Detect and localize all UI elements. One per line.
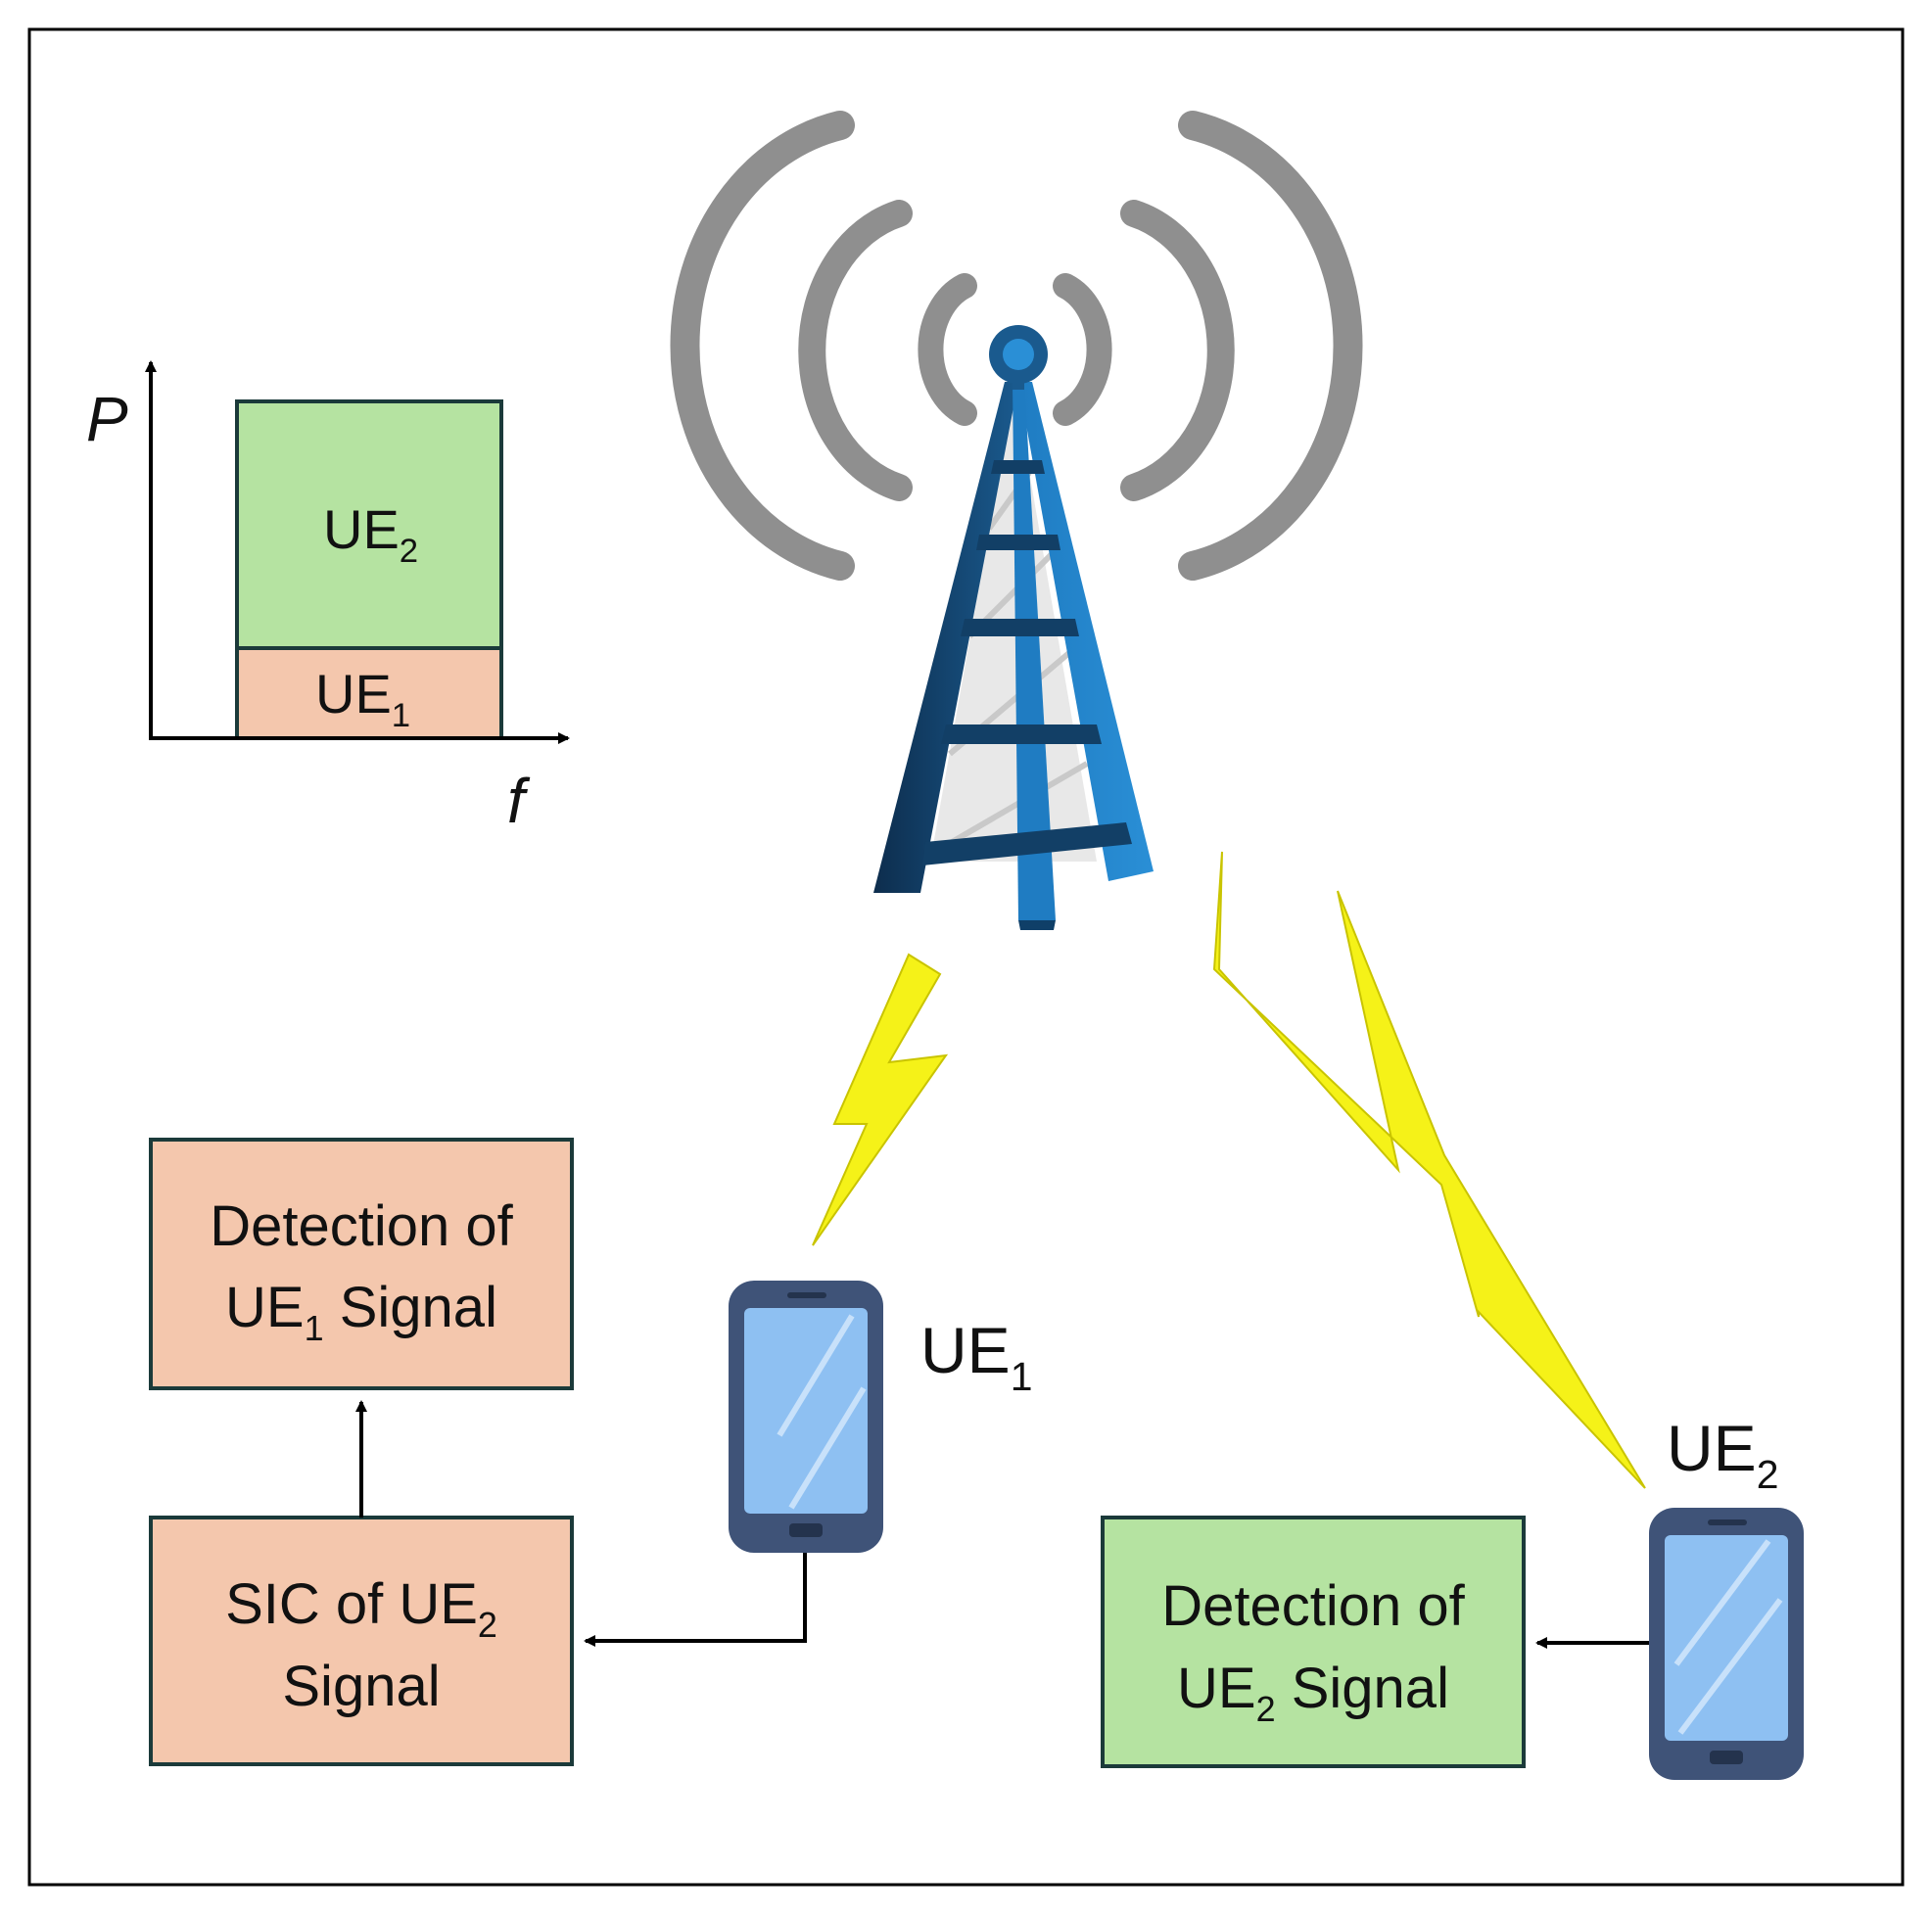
ue2-block-label: UE2 xyxy=(323,498,418,570)
link-to-ue1 xyxy=(812,953,949,1246)
y-axis-label: P xyxy=(86,384,128,454)
svg-text:UE2 Signal: UE2 Signal xyxy=(1177,1657,1449,1729)
link-to-ue2 xyxy=(1212,851,1646,1489)
ue1-label: UE1 xyxy=(920,1314,1032,1399)
svg-text:Detection of: Detection of xyxy=(210,1194,513,1258)
ue1-to-sic-arrow xyxy=(584,1553,807,1647)
radio-waves xyxy=(670,111,1363,581)
ue1-sic-box: SIC of UE2 Signal xyxy=(149,1516,574,1766)
diagram-frame xyxy=(27,27,1905,1887)
svg-text:Signal: Signal xyxy=(282,1655,440,1718)
ue2-label: UE2 xyxy=(1667,1412,1778,1497)
ue2-smartphone-icon xyxy=(1649,1508,1804,1780)
power-chart: P f UE2 UE1 xyxy=(86,360,570,836)
x-axis-label: f xyxy=(507,766,531,836)
ue1-block-label: UE1 xyxy=(315,663,410,734)
svg-text:SIC of UE2: SIC of UE2 xyxy=(225,1572,497,1645)
cell-tower-icon xyxy=(873,325,1154,930)
flow-arrows xyxy=(355,1400,1649,1649)
ue2-detection-box: Detection of UE2 Signal xyxy=(1101,1516,1526,1768)
ue1-smartphone-icon xyxy=(729,1281,883,1553)
svg-text:Detection of: Detection of xyxy=(1161,1574,1465,1638)
ue1-detection-box: Detection of UE1 Signal xyxy=(149,1138,574,1390)
lightning-links xyxy=(812,851,1646,1489)
svg-text:UE1 Signal: UE1 Signal xyxy=(225,1276,497,1348)
